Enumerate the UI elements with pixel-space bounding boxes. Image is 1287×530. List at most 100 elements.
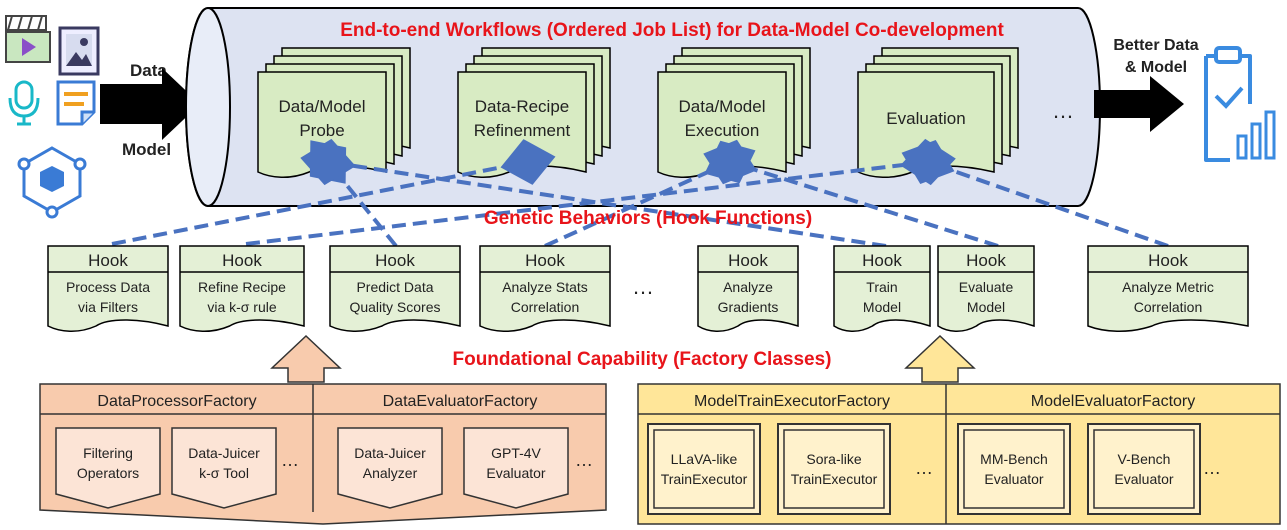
job-title-line1: Data/Model (679, 97, 766, 116)
output-arrow (1094, 76, 1184, 132)
hook-label-line2: via k-σ rule (207, 299, 277, 315)
job-card: Evaluation (857, 47, 1019, 178)
factory-item-line2: TrainExecutor (791, 471, 878, 487)
hook-label-line2: Gradients (718, 299, 779, 315)
hook-header: Hook (1148, 251, 1188, 270)
output-label-line2: & Model (1125, 59, 1187, 76)
model-factory-up-arrow (904, 334, 976, 383)
hook-label-line2: Quality Scores (349, 299, 440, 315)
hooks-ellipsis: … (632, 274, 654, 299)
hook-label-line1: Evaluate (959, 279, 1014, 295)
hook-label-line1: Refine Recipe (198, 279, 286, 295)
hook-label-line2: Correlation (511, 299, 579, 315)
workflow-ellipsis: … (1052, 98, 1074, 123)
image-icon (58, 26, 100, 76)
input-data-label: Data (130, 61, 167, 80)
factory-item-line1: Data-Juicer (354, 445, 426, 461)
hook-label-line1: Analyze (723, 279, 773, 295)
hook-label-line1: Train (866, 279, 897, 295)
factory-item-line1: MM-Bench (980, 451, 1048, 467)
input-model-label: Model (122, 140, 171, 159)
hook-header: Hook (525, 251, 565, 270)
hook-header: Hook (222, 251, 262, 270)
factory-item-line2: Operators (77, 465, 139, 481)
factory-item-line2: Evaluator (1114, 471, 1173, 487)
factory-item-line2: TrainExecutor (661, 471, 748, 487)
factory-item: GPT-4V Evaluator (463, 427, 569, 509)
factory-name: DataEvaluatorFactory (383, 393, 538, 410)
hook-header: Hook (728, 251, 768, 270)
factory-item-line2: Evaluator (486, 465, 545, 481)
document-icon (56, 80, 96, 126)
job-title-line1: Data/Model (279, 97, 366, 116)
video-icon (5, 15, 51, 63)
factory-item-line1: LLaVA-like (671, 451, 738, 467)
microphone-icon (8, 80, 40, 126)
job-title-line2: Probe (299, 121, 344, 140)
factory-item-line1: GPT-4V (491, 445, 541, 461)
evaluation-clipboard-icon (1204, 46, 1276, 162)
factory-item-line1: Filtering (83, 445, 133, 461)
input-arrow (100, 68, 200, 140)
hook-label-line2: Model (967, 299, 1005, 315)
hook-job-link (703, 139, 999, 248)
hook-job-link (544, 140, 756, 248)
factory-ellipsis: … (575, 450, 593, 470)
factory-name: DataProcessorFactory (97, 393, 256, 410)
job-title-line1: Data-Recipe (475, 97, 570, 116)
job-title-line2: Refinenment (474, 121, 571, 140)
hook-label-line2: via Filters (78, 299, 138, 315)
hook-label-line2: Correlation (1134, 299, 1202, 315)
hook-label-line1: Process Data (66, 279, 150, 295)
hooks-title: Genetic Behaviors (Hook Functions) (484, 208, 812, 229)
hook-header: Hook (862, 251, 902, 270)
hook-header: Hook (375, 251, 415, 270)
job-title-line2: Execution (685, 121, 760, 140)
factory-item-line1: Data-Juicer (188, 445, 260, 461)
factory-ellipsis: … (1203, 458, 1221, 478)
hook-job-link (300, 138, 887, 248)
factory-item: Data-Juicer k-σ Tool (171, 427, 277, 509)
hook-label-line2: Model (863, 299, 901, 315)
factory-item-line2: Evaluator (984, 471, 1043, 487)
job-title-line1: Evaluation (886, 109, 965, 128)
workflow-title: End-to-end Workflows (Ordered Job List) … (340, 20, 1004, 41)
factories-title: Foundational Capability (Factory Classes… (452, 349, 831, 370)
hook-label-line1: Analyze Stats (502, 279, 588, 295)
hook-label-line1: Analyze Metric (1122, 279, 1214, 295)
data-factory-panel: DataProcessorFactoryFilteringOperatorsDa… (39, 383, 607, 525)
factory-name: ModelTrainExecutorFactory (694, 393, 890, 410)
hook-job-link (111, 139, 556, 246)
output-label-line1: Better Data (1113, 37, 1198, 54)
hook-job-link (901, 139, 1169, 248)
model-factory-panel: ModelTrainExecutorFactoryLLaVA-likeTrain… (637, 383, 1281, 525)
factory-panels: DataProcessorFactoryFilteringOperatorsDa… (39, 383, 1281, 525)
factory-ellipsis: … (281, 450, 299, 470)
data-factory-up-arrow (270, 334, 342, 383)
model-cube-icon (17, 146, 87, 219)
factory-item-line1: V-Bench (1118, 451, 1171, 467)
factory-ellipsis: … (915, 458, 933, 478)
hook-header: Hook (88, 251, 128, 270)
factory-item-line2: Analyzer (363, 465, 418, 481)
factory-name: ModelEvaluatorFactory (1031, 393, 1196, 410)
hook-header: Hook (966, 251, 1006, 270)
factory-item-line1: Sora-like (806, 451, 861, 467)
factory-item-line2: k-σ Tool (199, 465, 249, 481)
